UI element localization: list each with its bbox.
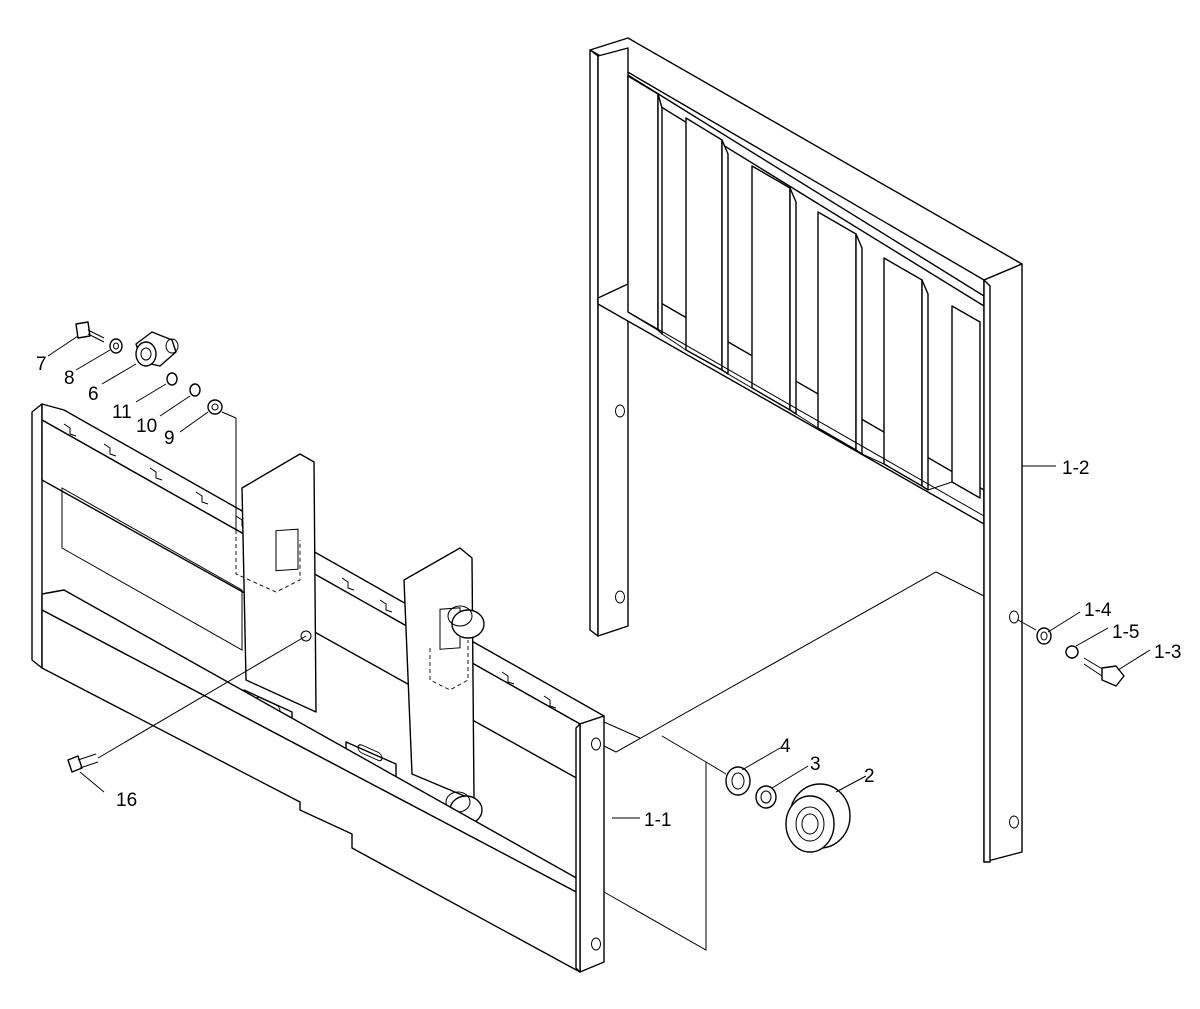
roller-assembly (725, 766, 851, 853)
load-backrest (589, 37, 1023, 863)
callout-11: 11 (112, 402, 132, 423)
hidden-bracket-left (235, 530, 301, 593)
callout-1-3: 1-3 (1154, 642, 1181, 663)
callout-1-4: 1-4 (1084, 600, 1112, 621)
hardware-group (75, 321, 237, 530)
carriage-bolt-hole (300, 630, 312, 642)
carriage-left-end (31, 403, 43, 669)
backrest-right-hole-upper (1009, 610, 1019, 624)
bolt-1-3 (1083, 657, 1125, 687)
carriage-right-end (579, 715, 605, 973)
callout-1-5: 1-5 (1112, 622, 1139, 643)
bolt-7 (75, 321, 105, 343)
hidden-bracket-right (429, 640, 469, 691)
callout-3: 3 (810, 754, 821, 775)
inner-slot-left (275, 528, 299, 572)
callout-6: 6 (88, 384, 99, 405)
backrest-left-hole-lower (615, 590, 625, 604)
shim-4 (725, 766, 751, 796)
carriage-center-plate-right (403, 547, 475, 801)
backrest-left-hole-upper (615, 404, 625, 418)
callout-16: 16 (116, 790, 137, 811)
nut-9 (207, 399, 223, 415)
callout-labels: 7 8 6 11 10 9 16 1-1 1-2 1-3 1-4 1-5 2 3… (36, 354, 1181, 831)
washer-10 (189, 383, 201, 397)
assembly-lines (603, 571, 985, 951)
callout-1-2: 1-2 (1062, 458, 1089, 479)
callout-8: 8 (64, 368, 75, 389)
callout-7: 7 (36, 354, 47, 375)
roller-pin-6 (135, 331, 179, 367)
backrest-slats (627, 75, 985, 517)
backrest-left-upright-side (589, 49, 599, 637)
callout-9: 9 (164, 428, 175, 449)
washer-1-4 (1036, 627, 1052, 645)
backrest-right-hole-lower (1009, 815, 1019, 829)
callout-4: 4 (780, 736, 791, 757)
fork-carriage (31, 403, 605, 973)
callout-2: 2 (864, 766, 875, 787)
backrest-hardware (1017, 619, 1125, 687)
bolt-16 (67, 635, 307, 773)
callout-10: 10 (136, 416, 157, 437)
backrest-left-upright (597, 47, 629, 637)
carriage-center-plate-left (241, 453, 317, 713)
callout-leaders (47, 335, 1151, 819)
backrest-right-upright-edge (983, 279, 991, 863)
washer-1-5 (1065, 645, 1079, 659)
roller-bearing-2 (785, 783, 851, 853)
carriage-right-hole-upper (591, 737, 601, 751)
washer-8 (109, 338, 123, 354)
callout-1-1: 1-1 (644, 810, 671, 831)
shim-3 (755, 785, 777, 809)
washer-11 (166, 372, 178, 386)
carriage-opening-left (61, 487, 243, 651)
carriage-right-hole-lower (591, 937, 601, 951)
